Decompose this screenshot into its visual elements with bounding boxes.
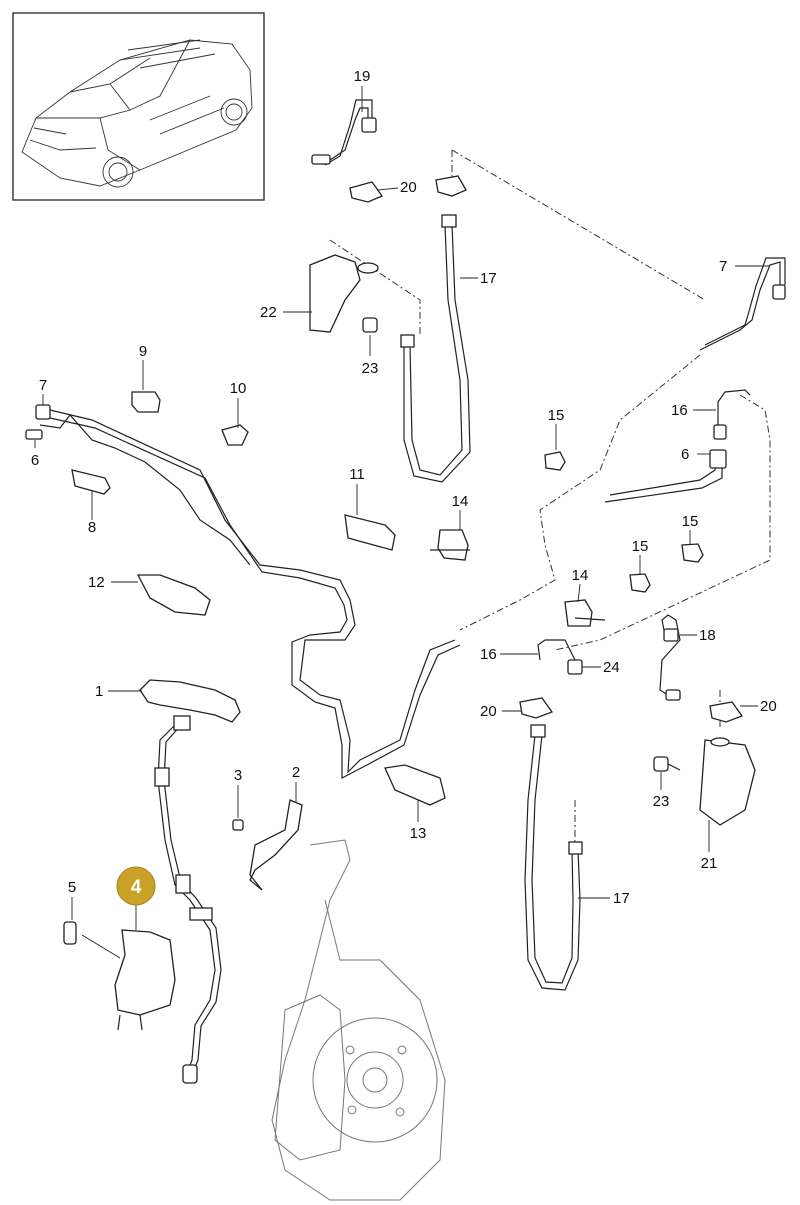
callout-11: 11 (349, 466, 365, 483)
callout-15-upper: 15 (548, 407, 565, 424)
callout-16-lower: 16 (480, 646, 497, 663)
rigid-brake-lines (39, 99, 786, 779)
callout-17-lower: 17 (613, 890, 630, 907)
callout-7-left: 7 (39, 377, 47, 394)
part-7-fitting-right (772, 284, 786, 300)
part-12-clip (136, 574, 211, 616)
part-11-clip (344, 514, 396, 551)
part-21-bracket (699, 737, 756, 826)
callout-20-top: 20 (400, 179, 417, 196)
callout-23-top: 23 (362, 360, 379, 377)
callout-22: 22 (260, 304, 277, 321)
part-13-clip (384, 764, 446, 806)
callout-16-upper: 16 (671, 402, 688, 419)
part-22-bracket (309, 254, 379, 333)
brake-hose-lower (524, 724, 583, 991)
part-18-fitting (663, 628, 681, 701)
callout-15-middle: 15 (632, 538, 649, 555)
callout-19: 19 (354, 68, 371, 85)
callout-10: 10 (230, 380, 247, 397)
wheel-knuckle-ghost (271, 839, 446, 1201)
callout-15-right: 15 (682, 513, 699, 530)
callout-1: 1 (95, 683, 103, 700)
callout-12: 12 (88, 574, 105, 591)
callout-7-right: 7 (719, 258, 727, 275)
part-23-bolt-lower (653, 756, 681, 772)
brake-hose-part-1 (139, 679, 241, 1084)
callout-14-lower: 14 (572, 567, 589, 584)
callout-6-right: 6 (681, 446, 689, 463)
part-20-clips (349, 175, 744, 723)
callout-14-upper: 14 (452, 493, 469, 510)
callout-21: 21 (701, 855, 718, 872)
part-14-bracket-lower (564, 599, 606, 627)
part-5-bolt (63, 921, 77, 945)
callout-23-lower: 23 (653, 793, 670, 810)
part-4-bracket (114, 929, 176, 1031)
highlight-label: 4 (131, 877, 142, 898)
callout-8: 8 (88, 519, 96, 536)
callout-5: 5 (68, 879, 76, 896)
part-16-fitting-right (713, 424, 727, 440)
part-7-fitting-left (35, 404, 51, 420)
leader-lines (34, 86, 770, 959)
callout-2: 2 (292, 764, 300, 781)
suv-illustration (21, 39, 253, 188)
callout-17-top: 17 (480, 270, 497, 287)
part-10-clip (221, 424, 249, 446)
part-6-fitting-left (25, 429, 43, 440)
callout-labels: 19 20 17 7 22 23 9 7 10 15 16 6 6 8 11 1… (31, 68, 777, 907)
routing-dash-lines (329, 149, 771, 850)
callout-18: 18 (699, 627, 716, 644)
highlight-badge-4[interactable]: 4 (116, 866, 156, 906)
part-24-clip (567, 659, 583, 675)
part-15-fasteners (544, 451, 704, 593)
callout-9: 9 (139, 343, 147, 360)
brake-hose-upper (400, 214, 471, 483)
part-23-bolt-upper (362, 317, 378, 333)
callout-20-left: 20 (480, 703, 497, 720)
callout-20-right: 20 (760, 698, 777, 715)
part-9-clip (131, 391, 161, 413)
part-2-bracket (249, 799, 303, 891)
part-19-fitting (311, 117, 377, 165)
part-8-clip (71, 469, 111, 495)
part-6-fitting-right (709, 449, 727, 469)
callout-3: 3 (234, 767, 242, 784)
callout-6-left: 6 (31, 452, 39, 469)
callout-24: 24 (603, 659, 620, 676)
part-14-bracket-upper (430, 529, 470, 561)
callout-13: 13 (410, 825, 427, 842)
part-3-bolt (232, 819, 244, 831)
vehicle-thumbnail (12, 12, 265, 201)
